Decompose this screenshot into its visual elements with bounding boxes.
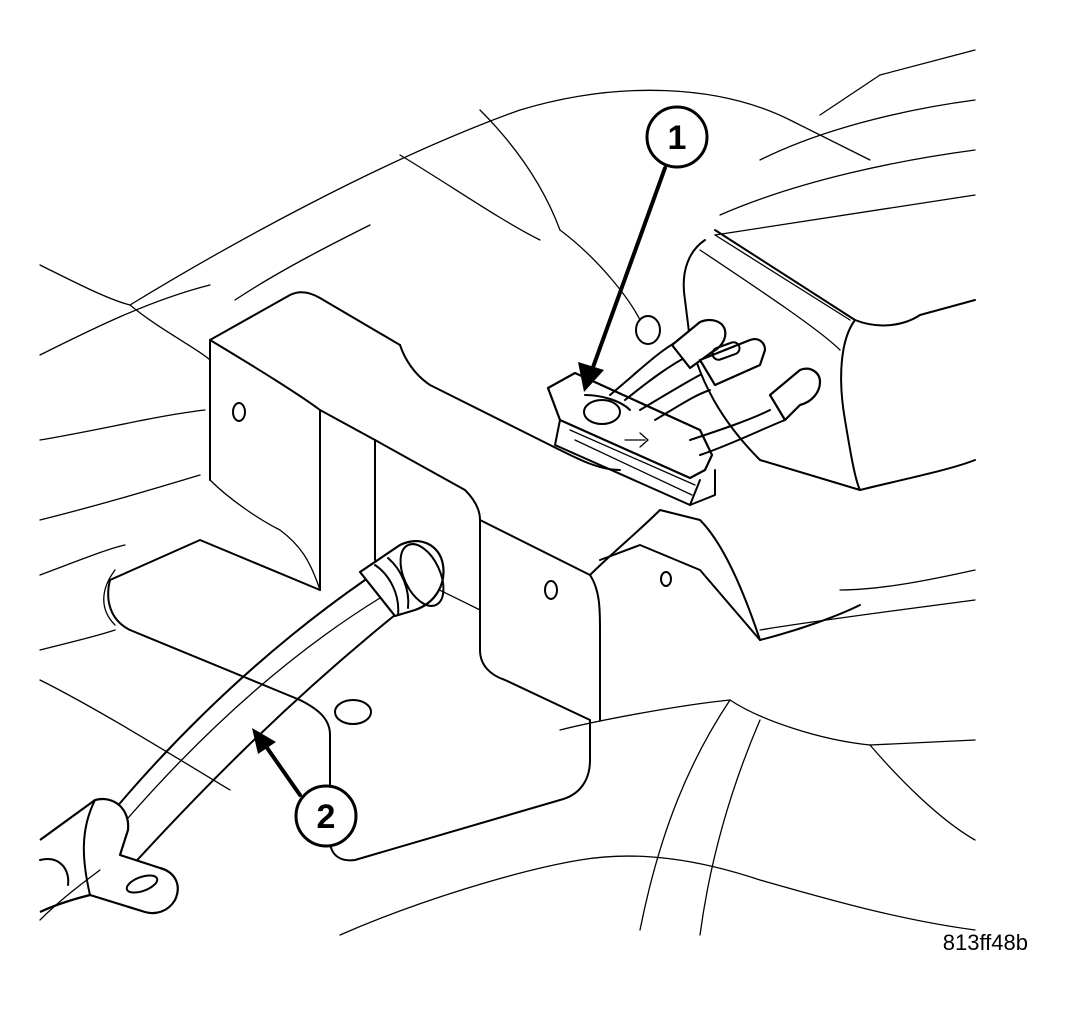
figure-id: 813ff48b — [943, 930, 1028, 955]
callout-1: 1 — [578, 105, 709, 392]
mounting-bracket — [107, 291, 861, 862]
wire-connector — [546, 315, 822, 506]
body-panel-lines — [39, 49, 976, 936]
callout-2-circle — [294, 784, 358, 848]
callout-1-number: 1 — [668, 119, 687, 157]
callout-1-circle — [645, 105, 709, 169]
callout-2: 2 — [252, 728, 358, 848]
callout-2-number: 2 — [317, 798, 336, 836]
cable-assembly — [39, 540, 445, 921]
